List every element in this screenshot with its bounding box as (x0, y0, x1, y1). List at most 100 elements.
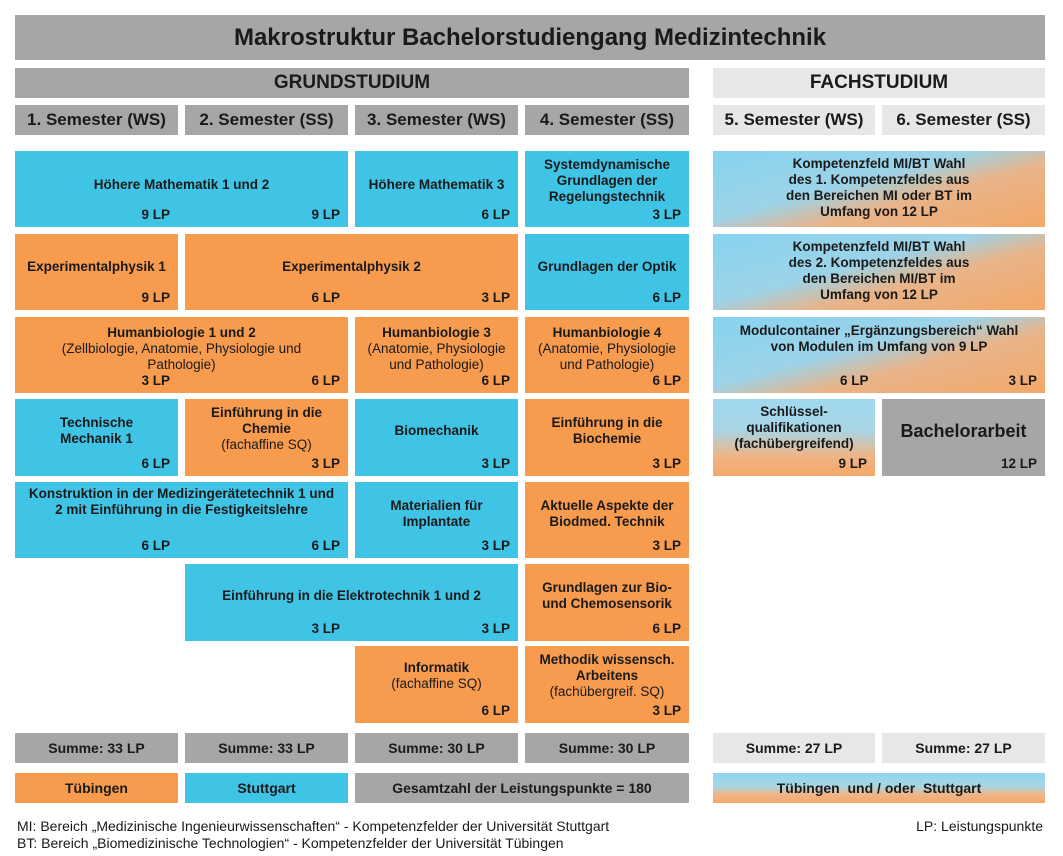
module-title: Modulcontainer „Ergänzungsbereich“ Wahl … (739, 323, 1019, 354)
footnote-mi: MI: Bereich „Medizinische Ingenieurwisse… (17, 818, 610, 834)
sum-semester-6: Summe: 27 LP (882, 733, 1045, 763)
page-title: Makrostruktur Bachelorstudiengang Medizi… (15, 15, 1045, 60)
module-hoehere-mathematik-3: Höhere Mathematik 3 6 LP (355, 151, 518, 227)
footnote-lp: LP: Leistungspunkte (916, 818, 1043, 834)
semester-1-header: 1. Semester (WS) (15, 105, 178, 135)
module-kompetenzfeld-2: Kompetenzfeld MI/BT Wahl des 2. Kompeten… (713, 234, 1045, 310)
semester-4-header: 4. Semester (SS) (525, 105, 689, 135)
module-subtitle: (Anatomie, Physiologie und Pathologie) (367, 341, 506, 372)
module-lp: 6 LP (311, 538, 340, 553)
legend-stuttgart: Stuttgart (185, 773, 348, 803)
module-lp: 6 LP (481, 703, 510, 718)
module-lp: 9 LP (141, 290, 170, 305)
module-kompetenzfeld-1: Kompetenzfeld MI/BT Wahl des 1. Kompeten… (713, 151, 1045, 227)
module-title: Einführung in die Biochemie (551, 415, 663, 446)
module-title: Einführung in die Elektrotechnik 1 und 2 (222, 588, 481, 603)
module-informatik: Informatik (fachaffine SQ) 6 LP (355, 646, 518, 723)
sum-semester-3: Summe: 30 LP (355, 733, 518, 763)
legend-tuebingen: Tübingen (15, 773, 178, 803)
module-lp: 3 LP (481, 621, 510, 636)
module-title: Kompetenzfeld MI/BT Wahl des 2. Kompeten… (788, 239, 970, 302)
module-title: Schlüssel-qualifikationen (fachübergreif… (734, 404, 854, 451)
module-lp: 3 LP (1008, 373, 1037, 388)
module-title: Humanbiologie 4 (552, 325, 662, 340)
module-title: Grundlagen der Optik (537, 259, 677, 274)
semester-3-header: 3. Semester (WS) (355, 105, 518, 135)
module-materialien-implantate: Materialien für Implantate 3 LP (355, 482, 518, 558)
module-title: Informatik (403, 660, 470, 675)
legend-gesamt-leistungspunkte: Gesamtzahl der Leistungspunkte = 180 (355, 773, 689, 803)
module-subtitle: (fachübergreif. SQ) (549, 684, 665, 699)
module-lp: 3 LP (652, 538, 681, 553)
module-lp: 6 LP (141, 538, 170, 553)
module-lp: 6 LP (840, 373, 869, 388)
module-subtitle: (Zellbiologie, Anatomie, Physiologie und… (61, 341, 302, 372)
module-title: Höhere Mathematik 1 und 2 (93, 177, 270, 192)
module-lp: 12 LP (1000, 456, 1037, 471)
module-grundlagen-der-optik: Grundlagen der Optik 6 LP (525, 234, 689, 310)
module-biomechanik: Biomechanik 3 LP (355, 399, 518, 476)
module-lp: 6 LP (311, 290, 340, 305)
module-lp: 9 LP (311, 207, 340, 222)
module-title: Grundlagen zur Bio- und Chemosensorik (542, 580, 672, 611)
module-lp: 3 LP (141, 373, 170, 388)
module-bio-chemosensorik: Grundlagen zur Bio- und Chemosensorik 6 … (525, 564, 689, 641)
module-title: Bachelorarbeit (900, 421, 1027, 441)
module-title: Experimentalphysik 2 (282, 259, 421, 274)
semester-5-header: 5. Semester (WS) (713, 105, 875, 135)
module-subtitle: (Anatomie, Physiologie und Pathologie) (537, 341, 677, 372)
module-konstruktion-medizingeraetetechnik: Konstruktion in der Medizingerätetechnik… (15, 482, 348, 558)
module-title: Konstruktion in der Medizingerätetechnik… (28, 486, 335, 517)
module-lp: 6 LP (481, 207, 510, 222)
module-hoehere-mathematik-1-2: Höhere Mathematik 1 und 2 9 LP 9 LP (15, 151, 348, 227)
module-title: Humanbiologie 1 und 2 (107, 325, 256, 340)
module-lp: 6 LP (481, 373, 510, 388)
module-lp: 6 LP (311, 373, 340, 388)
module-aktuelle-aspekte: Aktuelle Aspekte der Biodmed. Technik 3 … (525, 482, 689, 558)
module-elektrotechnik-1-2: Einführung in die Elektrotechnik 1 und 2… (185, 564, 518, 641)
semester-2-header: 2. Semester (SS) (185, 105, 348, 135)
module-lp: 6 LP (141, 456, 170, 471)
module-subtitle: (fachaffine SQ) (221, 437, 312, 452)
module-lp: 9 LP (141, 207, 170, 222)
module-lp: 3 LP (481, 290, 510, 305)
module-experimentalphysik-2: Experimentalphysik 2 6 LP 3 LP (185, 234, 518, 310)
module-modulcontainer: Modulcontainer „Ergänzungsbereich“ Wahl … (713, 317, 1045, 393)
module-title: Materialien für Implantate (390, 498, 483, 529)
module-title: Biomechanik (394, 423, 479, 438)
module-systemdynamische-grundlagen: Systemdynamische Grundlagen der Regelung… (525, 151, 689, 227)
module-lp: 3 LP (311, 456, 340, 471)
module-title: Aktuelle Aspekte der Biodmed. Technik (540, 498, 674, 529)
module-schluesselqualifikationen: Schlüssel-qualifikationen (fachübergreif… (713, 399, 875, 476)
fachstudium-header: FACHSTUDIUM (713, 68, 1045, 98)
module-lp: 9 LP (838, 456, 867, 471)
module-subtitle: (fachaffine SQ) (391, 676, 482, 691)
module-bachelorarbeit: Bachelorarbeit 12 LP (882, 399, 1045, 476)
module-lp: 3 LP (481, 538, 510, 553)
module-title: Technische Mechanik 1 (59, 415, 134, 446)
semester-6-header: 6. Semester (SS) (882, 105, 1045, 135)
module-title: Humanbiologie 3 (382, 325, 491, 340)
module-humanbiologie-3: Humanbiologie 3 (Anatomie, Physiologie u… (355, 317, 518, 393)
module-technische-mechanik-1: Technische Mechanik 1 6 LP (15, 399, 178, 476)
module-einfuehrung-biochemie: Einführung in die Biochemie 3 LP (525, 399, 689, 476)
module-methodik-wissenschaftliches-arbeiten: Methodik wissensch. Arbeitens (fachüberg… (525, 646, 689, 723)
module-lp: 6 LP (652, 621, 681, 636)
grundstudium-header: GRUNDSTUDIUM (15, 68, 689, 98)
module-einfuehrung-chemie: Einführung in die Chemie (fachaffine SQ)… (185, 399, 348, 476)
module-lp: 6 LP (652, 373, 681, 388)
module-humanbiologie-4: Humanbiologie 4 (Anatomie, Physiologie u… (525, 317, 689, 393)
module-lp: 3 LP (652, 207, 681, 222)
module-title: Einführung in die Chemie (211, 405, 322, 436)
module-title: Höhere Mathematik 3 (368, 177, 505, 192)
module-title: Systemdynamische Grundlagen der Regelung… (543, 157, 671, 204)
module-title: Experimentalphysik 1 (27, 259, 166, 274)
module-title: Kompetenzfeld MI/BT Wahl des 1. Kompeten… (785, 156, 973, 219)
footnote-bt: BT: Bereich „Biomedizinische Technologie… (17, 835, 564, 851)
sum-semester-4: Summe: 30 LP (525, 733, 689, 763)
module-title: Methodik wissensch. Arbeitens (539, 652, 675, 683)
sum-semester-5: Summe: 27 LP (713, 733, 875, 763)
module-humanbiologie-1-2: Humanbiologie 1 und 2 (Zellbiologie, Ana… (15, 317, 348, 393)
module-experimentalphysik-1: Experimentalphysik 1 9 LP (15, 234, 178, 310)
module-lp: 3 LP (652, 703, 681, 718)
